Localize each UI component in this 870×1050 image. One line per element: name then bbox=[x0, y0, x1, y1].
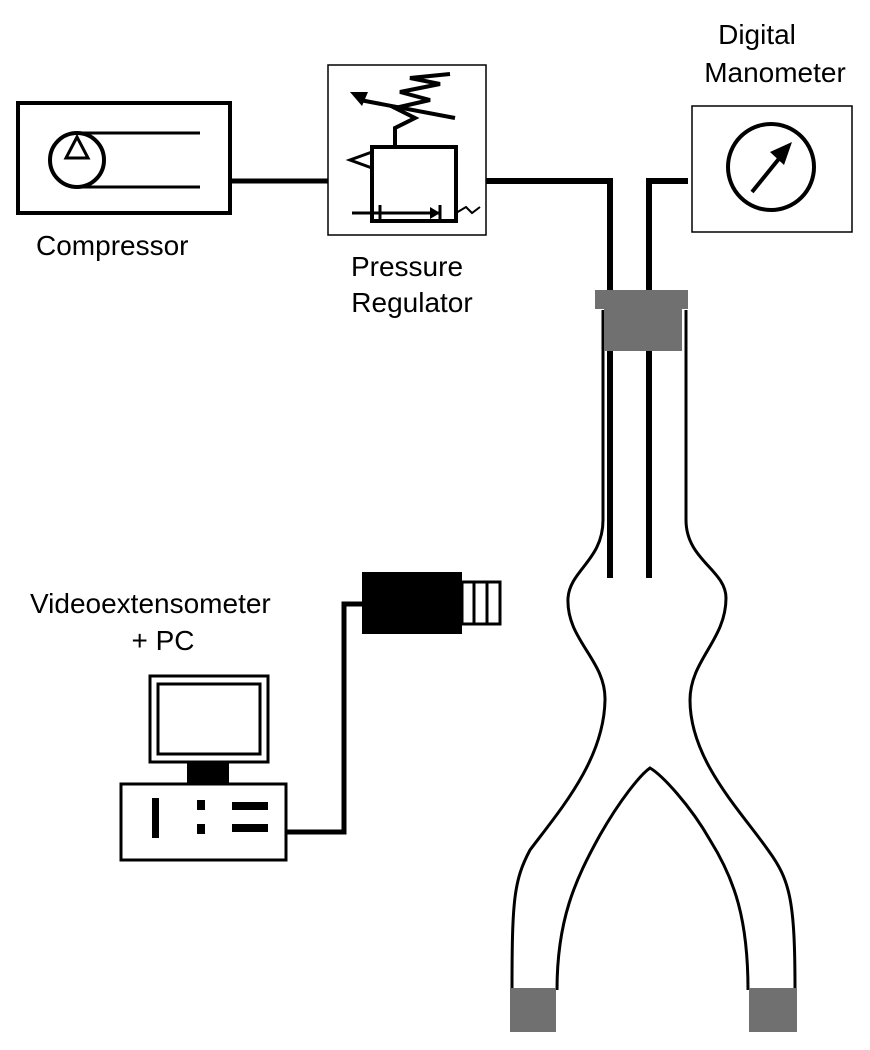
top-clamp bbox=[595, 290, 688, 309]
pc bbox=[119, 674, 288, 862]
regulator-valve-box bbox=[370, 145, 458, 223]
digital-manometer bbox=[691, 105, 853, 233]
regulator-adjust-arrow bbox=[359, 98, 456, 120]
bottom-right-clamp bbox=[749, 988, 797, 1032]
videoextensometer-label-line1: Videoextensometer bbox=[30, 588, 271, 619]
regulator-spring-icon bbox=[389, 72, 451, 145]
top-plug bbox=[604, 309, 682, 351]
specimen-vessel bbox=[510, 290, 797, 1032]
pc-drive-slot bbox=[152, 798, 159, 838]
video-camera bbox=[362, 572, 502, 634]
pressure-regulator-label-line1: Pressure bbox=[350, 251, 464, 282]
monitor bbox=[148, 674, 270, 764]
camera-lens bbox=[460, 580, 502, 626]
gauge-icon bbox=[726, 122, 816, 212]
videoextensometer-label-line2: + PC bbox=[131, 625, 195, 656]
monitor-stand bbox=[187, 762, 229, 784]
pressure-regulator bbox=[327, 64, 487, 236]
gauge-needle bbox=[750, 153, 784, 194]
compressor-label: Compressor bbox=[36, 230, 189, 261]
regulator-pilot-icon bbox=[345, 149, 374, 171]
pc-case bbox=[119, 782, 288, 862]
pipe-regulator-specimen bbox=[486, 178, 613, 578]
pipe-manometer-specimen bbox=[646, 178, 688, 578]
cable-camera-pc bbox=[286, 601, 362, 835]
manometer-label-line2: Manometer bbox=[704, 57, 846, 88]
regulator-arrow-head-icon bbox=[350, 92, 368, 106]
compressor bbox=[16, 101, 232, 215]
manometer-label-line1: Digital bbox=[718, 19, 796, 50]
bottom-left-clamp bbox=[510, 988, 556, 1032]
monitor-screen bbox=[156, 682, 262, 756]
pressure-regulator-label-line2: Regulator bbox=[351, 287, 473, 318]
compressor-triangle-icon bbox=[63, 133, 91, 160]
